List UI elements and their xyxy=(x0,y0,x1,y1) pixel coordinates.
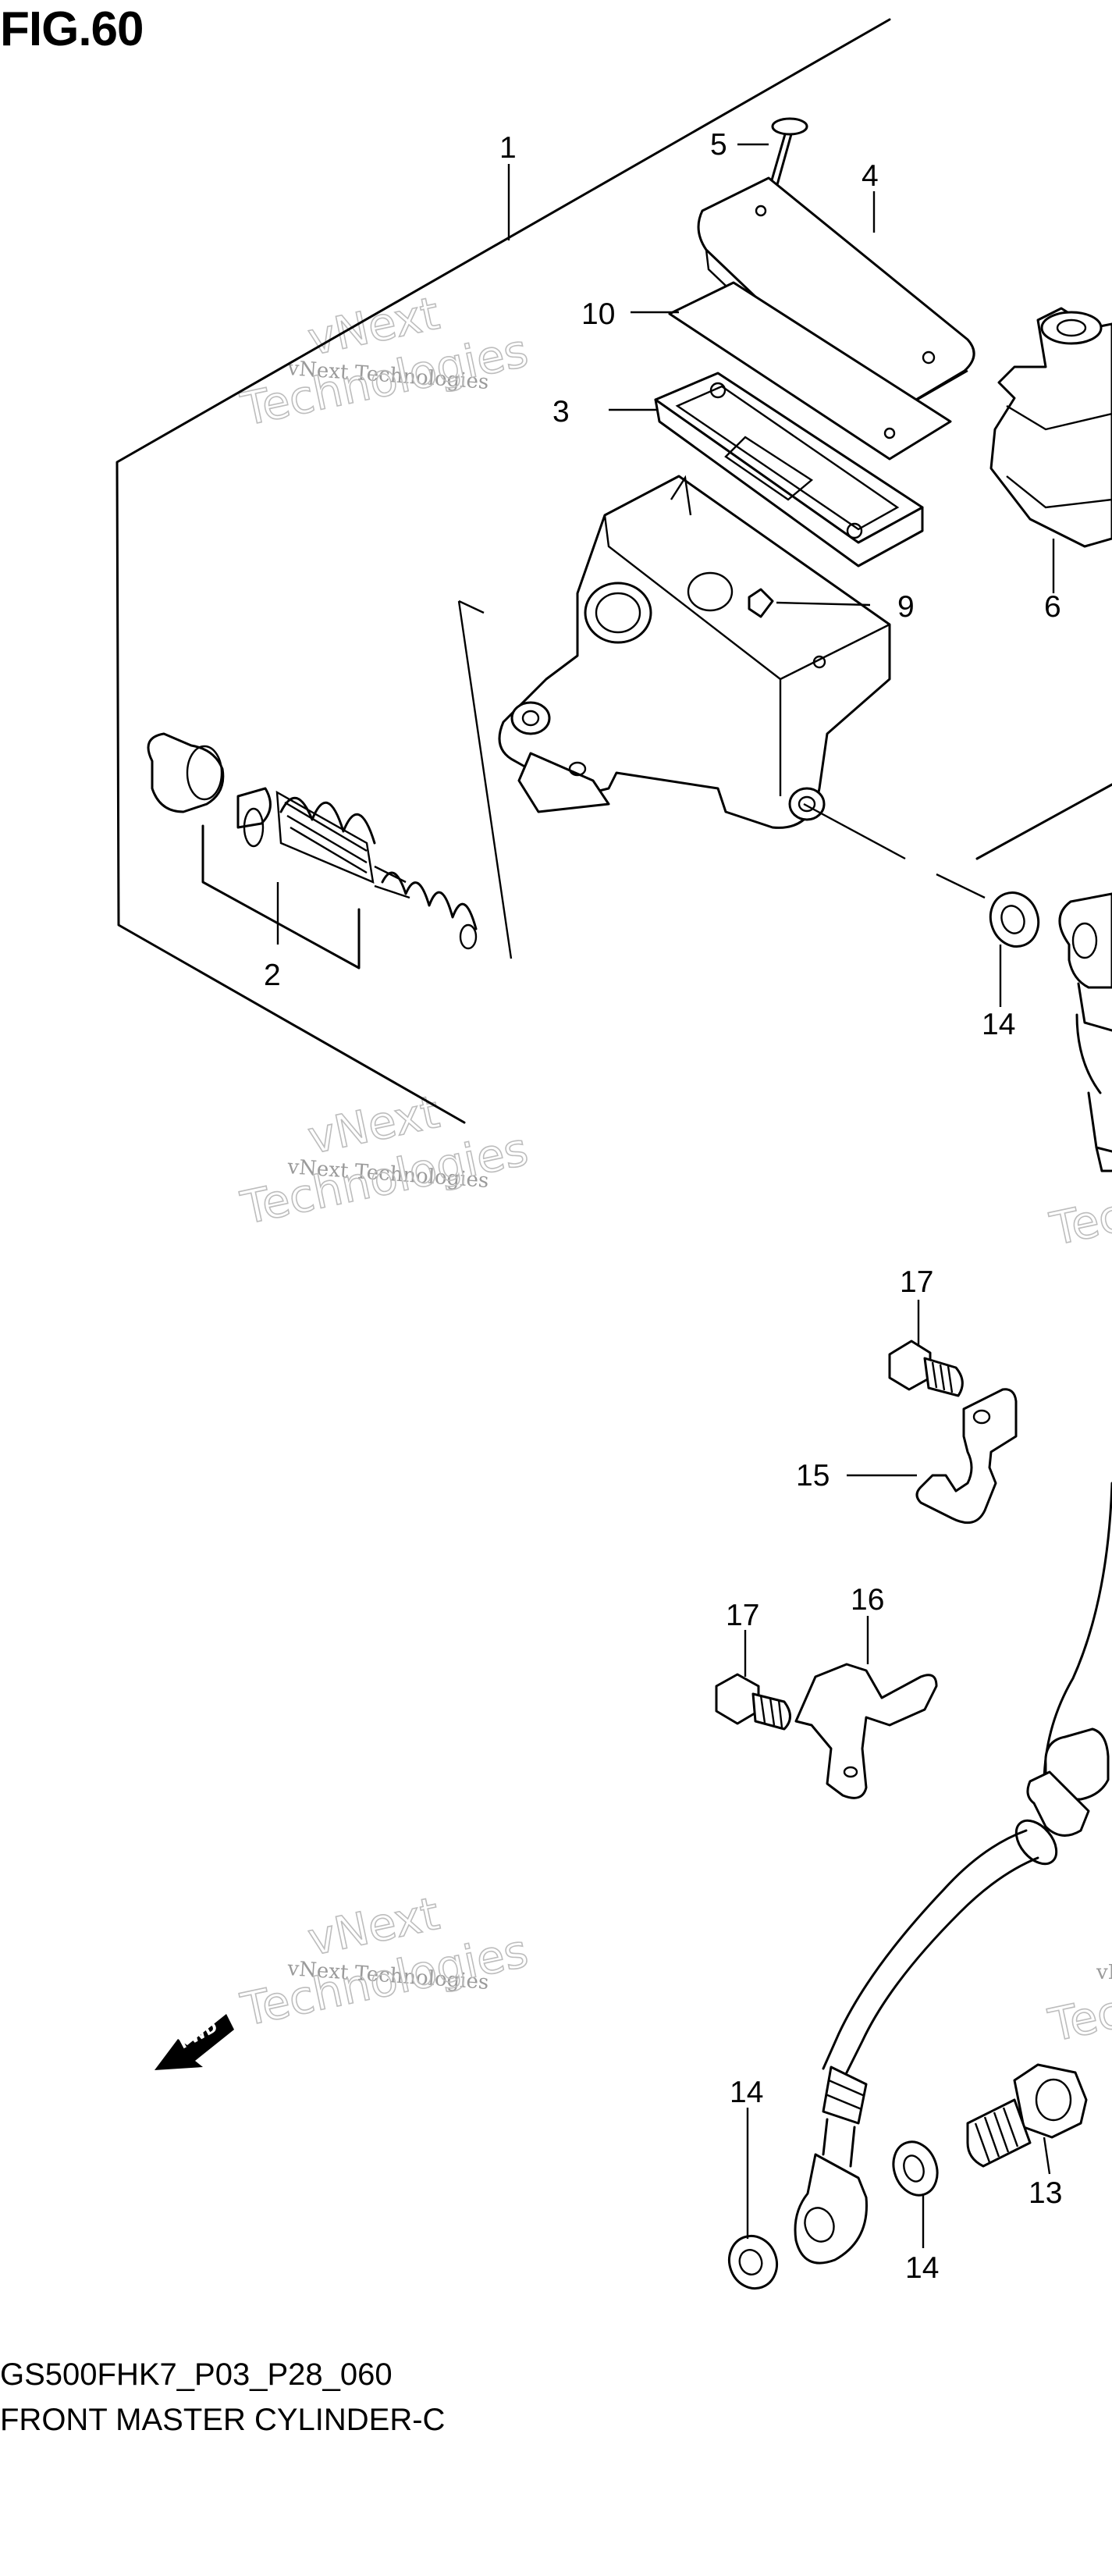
leader-lines xyxy=(276,143,1055,2248)
master-cylinder-body xyxy=(498,475,891,829)
callout-17-lower: 17 xyxy=(726,1599,759,1632)
callout-6: 6 xyxy=(1044,590,1061,624)
callout-4: 4 xyxy=(862,159,879,193)
callout-17-upper: 17 xyxy=(900,1265,933,1299)
part-name: FRONT MASTER CYLINDER-C xyxy=(0,2403,446,2437)
fwd-arrow-badge: FWD xyxy=(155,2014,234,2070)
banjo-fitting-lower xyxy=(794,2153,868,2265)
svg-text:Technologies: Technologies xyxy=(1046,1144,1112,1256)
callout-5: 5 xyxy=(710,128,727,162)
callout-13: 13 xyxy=(1029,2176,1062,2210)
callout-16: 16 xyxy=(851,1583,884,1617)
callout-3: 3 xyxy=(552,395,570,429)
model-code: GS500FHK7_P03_P28_060 xyxy=(0,2357,393,2392)
assembly-outline-box xyxy=(115,18,1112,1124)
piston-bracket xyxy=(201,824,361,970)
handlebar-holder xyxy=(989,307,1112,548)
callout-15: 15 xyxy=(796,1459,830,1493)
callout-14-lower-middle: 14 xyxy=(905,2251,939,2285)
callout-1: 1 xyxy=(499,131,517,165)
callout-14-upper: 14 xyxy=(982,1008,1015,1041)
piston-set xyxy=(147,732,478,950)
union-bolt xyxy=(966,2063,1088,2168)
callout-10: 10 xyxy=(581,297,615,331)
svg-text:vNext: vNext xyxy=(1096,1961,1112,1984)
cylinder-clip xyxy=(748,588,774,618)
reservoir-plate xyxy=(668,281,952,461)
callout-9: 9 xyxy=(897,590,915,624)
hose-clamp-15 xyxy=(915,1388,1018,1525)
brake-hose-upper xyxy=(1058,892,1112,1172)
banjo-washer-upper xyxy=(989,891,1040,948)
clamp-bolt-lower xyxy=(715,1673,791,1731)
clamp-bolt-upper xyxy=(888,1340,964,1397)
washer-lower-left xyxy=(728,2234,778,2290)
brake-hose-main xyxy=(822,1482,1112,2168)
svg-text:Technologies: Technologies xyxy=(1044,1940,1112,2052)
watermark-3: vNext vNext Technologies Technologies xyxy=(236,1886,533,2037)
watermark-2: vNext vNext Technologies Technologies xyxy=(236,1084,533,1236)
callout-14-lower-left: 14 xyxy=(730,2076,763,2109)
washer-lower-middle xyxy=(892,2140,939,2197)
callout-2: 2 xyxy=(264,959,281,992)
figure-title: FIG.60 xyxy=(0,2,144,56)
hose-clamp-16 xyxy=(794,1663,938,1799)
